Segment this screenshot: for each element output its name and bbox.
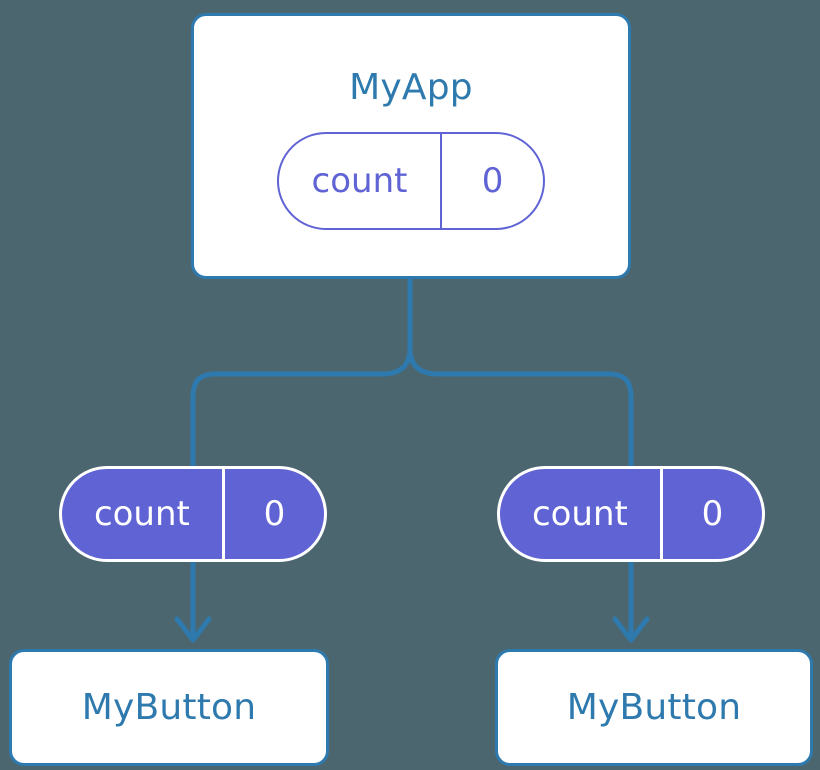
arrow-head-left-icon bbox=[174, 616, 212, 643]
state-pill-root[interactable]: count 0 bbox=[277, 132, 545, 230]
state-value-label: 0 bbox=[221, 469, 324, 559]
component-label-mybutton-left: MyButton bbox=[81, 687, 257, 728]
component-label-mybutton-right: MyButton bbox=[566, 687, 742, 728]
arrow-head-right-icon bbox=[612, 616, 650, 643]
state-key-label: count bbox=[531, 494, 628, 534]
state-value-label: 0 bbox=[659, 469, 762, 559]
component-node-mybutton-right[interactable]: MyButton bbox=[495, 649, 813, 766]
branch-line-right bbox=[407, 347, 634, 466]
state-value-label: 0 bbox=[440, 134, 543, 228]
state-pill-child-left[interactable]: count 0 bbox=[59, 466, 327, 562]
state-pill-child-right[interactable]: count 0 bbox=[497, 466, 765, 562]
state-key-label: count bbox=[311, 161, 408, 201]
state-key-label: count bbox=[93, 494, 190, 534]
branch-line-left bbox=[190, 347, 413, 466]
component-node-mybutton-left[interactable]: MyButton bbox=[9, 649, 329, 766]
component-label-myapp: MyApp bbox=[349, 67, 473, 108]
